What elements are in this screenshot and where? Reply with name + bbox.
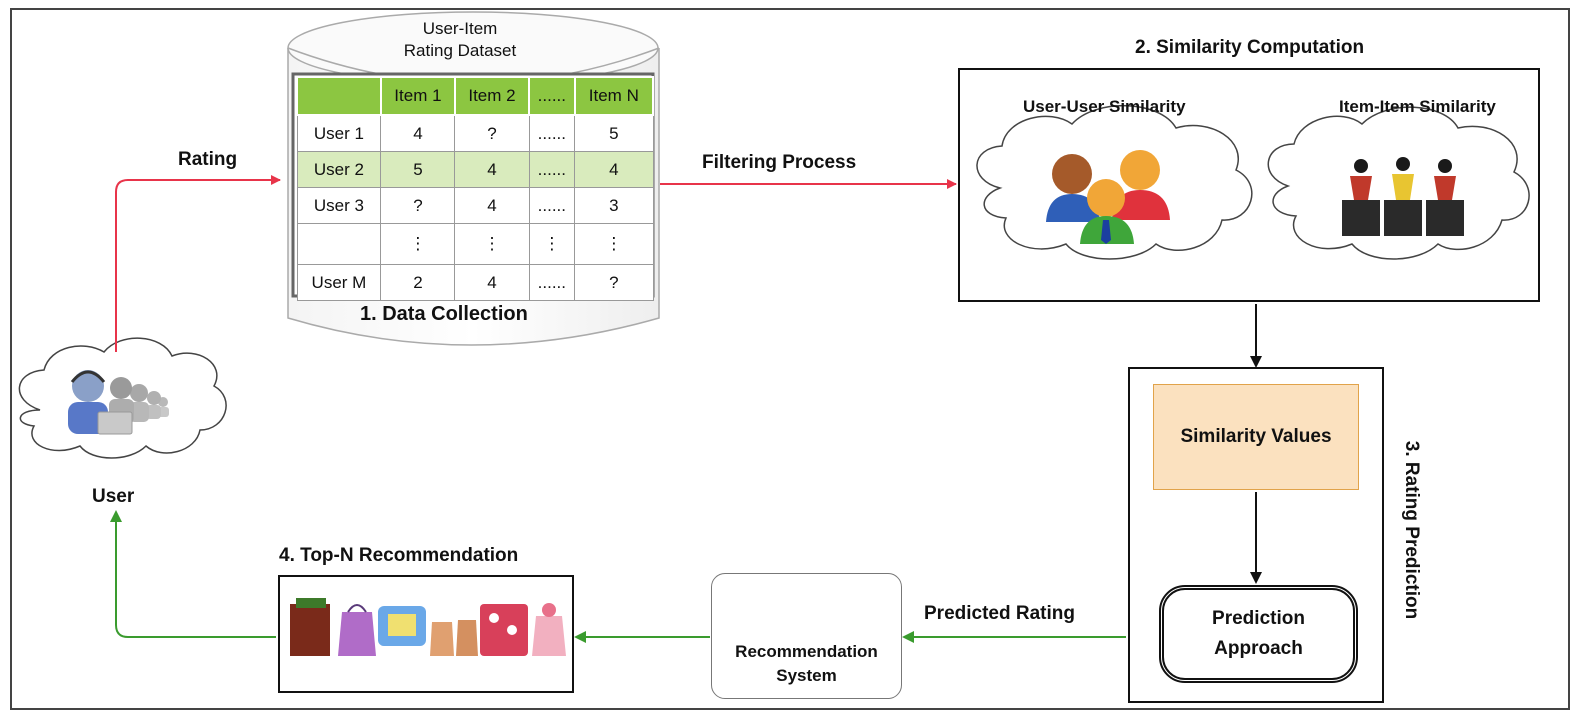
- table-cell: 4: [454, 264, 530, 301]
- table-cell: 4: [574, 151, 654, 188]
- table-cell: ......: [528, 114, 576, 152]
- table-ellipsis-row: ⋮ ⋮ ⋮ ⋮: [296, 223, 654, 265]
- table-cell: 4: [454, 151, 530, 188]
- table-cell: ......: [528, 264, 576, 301]
- rating-label: Rating: [178, 149, 238, 170]
- table-cell: 5: [574, 114, 654, 152]
- table-header-row: Item 1 Item 2 ...... Item N: [296, 76, 655, 116]
- gift-products-icon: [290, 598, 566, 656]
- table-cell: 4: [380, 114, 456, 152]
- similarity-values-box: Similarity Values: [1153, 384, 1359, 490]
- filtering-process-label: Filtering Process: [702, 152, 857, 173]
- vertical-ellipsis: ⋮: [454, 223, 530, 265]
- table-row: User 2 5 4 ...... 4: [296, 151, 654, 188]
- dataset-title-line2: Rating Dataset: [403, 41, 517, 60]
- similarity-computation-title: 2. Similarity Computation: [1135, 37, 1365, 58]
- table-cell: 2: [380, 264, 456, 301]
- dataset-title: User-Item Rating Dataset: [370, 18, 550, 62]
- rating-table: Item 1 Item 2 ...... Item N User 1 4 ? .…: [296, 76, 655, 301]
- user-user-similarity-label: User-User Similarity: [1023, 97, 1186, 116]
- vertical-ellipsis: ⋮: [574, 223, 654, 265]
- row-user: User 2: [296, 151, 382, 188]
- table-row: User 1 4 ? ...... 5: [296, 114, 654, 152]
- user-group-icon: [1046, 150, 1170, 244]
- prediction-approach-line2: Approach: [1214, 638, 1303, 659]
- rating-prediction-box: [1128, 367, 1384, 703]
- similarity-computation-box: [958, 68, 1540, 302]
- diagram-frame: [10, 8, 1570, 710]
- table-cell: ......: [528, 151, 576, 188]
- figurines-icon: [1342, 157, 1464, 236]
- table-cell: [296, 223, 382, 265]
- table-cell: 4: [454, 187, 530, 224]
- top-n-title: 4. Top-N Recommendation: [279, 545, 519, 566]
- vertical-ellipsis: ⋮: [380, 223, 456, 265]
- dataset-title-line1: User-Item: [422, 19, 498, 38]
- recommendation-system-line1: Recommendation: [735, 642, 878, 661]
- table-header-cell: ......: [528, 76, 576, 116]
- recommendation-system-line2: System: [776, 666, 837, 685]
- item-item-similarity-label: Item-Item Similarity: [1339, 97, 1496, 116]
- table-cell: 3: [574, 187, 654, 224]
- rating-prediction-title: 3. Rating Prediction: [1401, 440, 1422, 620]
- vertical-ellipsis: ⋮: [528, 223, 576, 265]
- table-cell: ?: [380, 187, 456, 224]
- predicted-rating-label: Predicted Rating: [924, 603, 1075, 624]
- user-label: User: [92, 486, 135, 507]
- table-header-cell: Item 2: [453, 76, 531, 116]
- table-row: User 3 ? 4 ...... 3: [296, 187, 654, 224]
- call-center-users-icon: [68, 370, 169, 435]
- rating-arrow: [115, 175, 281, 352]
- return-to-user-arrow: [110, 510, 276, 638]
- table-header-cell: Item N: [573, 76, 655, 116]
- rating-prediction-title-wrap: 3. Rating Prediction: [1396, 415, 1426, 645]
- prediction-approach-line1: Prediction: [1212, 608, 1305, 629]
- table-cell: ......: [528, 187, 576, 224]
- recommendation-system-box: Recommendation System: [711, 573, 902, 699]
- table-cell: ?: [454, 114, 530, 152]
- table-cell: 5: [380, 151, 456, 188]
- data-collection-caption: 1. Data Collection: [360, 303, 528, 325]
- row-user: User M: [296, 264, 382, 301]
- table-row: User M 2 4 ...... ?: [296, 264, 654, 301]
- table-header-cell: [296, 76, 382, 116]
- prediction-approach-box: Prediction Approach: [1159, 585, 1358, 683]
- top-n-recommendation-box: [278, 575, 574, 693]
- table-header-cell: Item 1: [379, 76, 456, 116]
- recommendation-system-label: Recommendation System: [712, 640, 901, 688]
- table-cell: ?: [574, 264, 654, 301]
- row-user: User 1: [296, 114, 382, 152]
- row-user: User 3: [296, 187, 382, 224]
